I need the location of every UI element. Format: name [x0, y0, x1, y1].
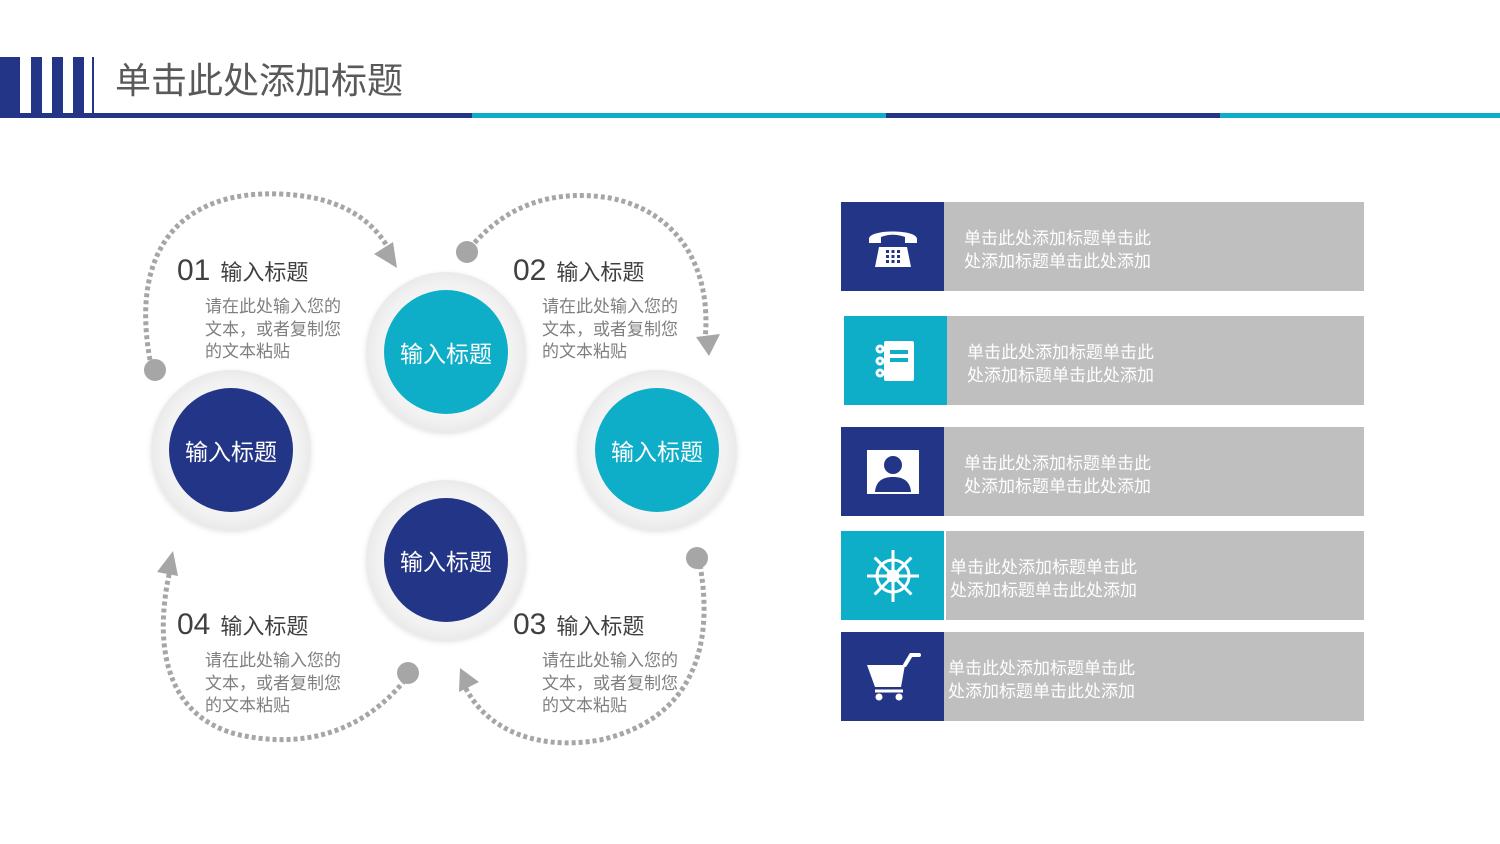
header-stripe: [31, 57, 42, 113]
section-03-text[interactable]: 请在此处输入您的 文本，或者复制您 的文本粘贴: [542, 650, 702, 718]
arrowhead: [696, 334, 720, 356]
text-line: 请在此处输入您的: [205, 651, 341, 671]
arrow-arc-02: [468, 193, 709, 341]
arrowhead: [459, 668, 479, 692]
section-02-text[interactable]: 请在此处输入您的 文本，或者复制您 的文本粘贴: [542, 296, 702, 364]
header-stripe: [73, 57, 84, 113]
section-title: 输入标题: [220, 615, 309, 640]
text-line: 的文本粘贴: [205, 696, 290, 716]
list-item[interactable]: 单击此处添加标题单击此 处添加标题单击此处添加: [841, 427, 1364, 516]
text-line: 文本，或者复制您: [542, 319, 678, 340]
circle-left: 输入标题: [151, 370, 311, 530]
list-item[interactable]: 单击此处添加标题单击此 处添加标题单击此处添加: [841, 632, 1364, 721]
list-item[interactable]: 单击此处添加标题单击此 处添加标题单击此处添加: [844, 316, 1364, 405]
header-underline: [472, 113, 886, 118]
list-text: 单击此处添加标题单击此 处添加标题单击此处添加: [964, 228, 1151, 274]
section-02-heading[interactable]: 02 输入标题: [513, 254, 644, 288]
list-text: 单击此处添加标题单击此 处添加标题单击此处添加: [967, 342, 1154, 388]
circle-bottom: 输入标题: [366, 480, 526, 640]
person-icon: [866, 449, 919, 494]
section-title: 输入标题: [556, 261, 645, 286]
header-underline: [1220, 113, 1500, 118]
text-line: 文本，或者复制您: [542, 673, 678, 694]
text-line: 的文本粘贴: [542, 696, 627, 716]
text-line: 单击此处添加标题单击此: [964, 229, 1151, 249]
section-number: 04: [177, 608, 211, 641]
list-item[interactable]: 单击此处添加标题单击此 处添加标题单击此处添加: [841, 202, 1364, 291]
arrowhead: [374, 242, 397, 268]
ship-wheel-icon: [866, 549, 919, 602]
circle-top: 输入标题: [366, 272, 526, 432]
section-number: 02: [513, 254, 547, 287]
arc-start-dot: [686, 547, 708, 569]
list-item[interactable]: 单击此处添加标题单击此 处添加标题单击此处添加: [841, 531, 1364, 620]
list-icon-box: [841, 427, 944, 516]
telephone-icon: [868, 231, 917, 267]
text-line: 单击此处添加标题单击此: [964, 454, 1151, 474]
list-text-box: 单击此处添加标题单击此 处添加标题单击此处添加: [946, 531, 1364, 620]
text-line: 单击此处添加标题单击此: [967, 343, 1154, 363]
text-line: 文本，或者复制您: [205, 673, 341, 694]
text-line: 请在此处输入您的: [205, 297, 341, 317]
shopping-cart-icon: [866, 652, 921, 700]
circle-label[interactable]: 输入标题: [169, 388, 293, 512]
text-line: 处添加标题单击此处添加: [950, 581, 1137, 601]
header-divider: [92, 57, 94, 113]
header-underline: [0, 113, 472, 118]
text-line: 文本，或者复制您: [205, 319, 341, 340]
header-stripe: [52, 57, 63, 113]
arc-start-dot: [456, 241, 478, 263]
list-icon-box: [841, 531, 944, 620]
circle-label[interactable]: 输入标题: [595, 388, 719, 512]
text-line: 的文本粘贴: [205, 342, 290, 362]
header-stripe: [0, 57, 20, 113]
section-01-text[interactable]: 请在此处输入您的 文本，或者复制您 的文本粘贴: [205, 296, 365, 364]
text-line: 处添加标题单击此处添加: [964, 477, 1151, 497]
header-underline: [886, 113, 1220, 118]
section-04-heading[interactable]: 04 输入标题: [177, 608, 308, 642]
list-text: 单击此处添加标题单击此 处添加标题单击此处添加: [950, 557, 1137, 603]
circle-right: 输入标题: [577, 370, 737, 530]
circle-label[interactable]: 输入标题: [384, 290, 508, 414]
section-01-heading[interactable]: 01 输入标题: [177, 254, 308, 288]
list-text-box: 单击此处添加标题单击此 处添加标题单击此处添加: [944, 632, 1364, 721]
text-line: 处添加标题单击此处添加: [967, 366, 1154, 386]
list-icon-box: [841, 202, 944, 291]
arrow-arc-03: [459, 564, 707, 746]
page-title[interactable]: 单击此处添加标题: [115, 61, 404, 102]
section-title: 输入标题: [556, 615, 645, 640]
section-04-text[interactable]: 请在此处输入您的 文本，或者复制您 的文本粘贴: [205, 650, 365, 718]
arc-start-dot: [144, 359, 166, 381]
list-icon-box: [841, 632, 944, 721]
list-text-box: 单击此处添加标题单击此 处添加标题单击此处添加: [944, 202, 1364, 291]
list-text-box: 单击此处添加标题单击此 处添加标题单击此处添加: [947, 316, 1364, 405]
text-line: 单击此处添加标题单击此: [948, 659, 1135, 679]
list-text: 单击此处添加标题单击此 处添加标题单击此处添加: [948, 658, 1135, 704]
section-title: 输入标题: [220, 261, 309, 286]
text-line: 的文本粘贴: [542, 342, 627, 362]
text-line: 请在此处输入您的: [542, 297, 678, 317]
text-line: 处添加标题单击此处添加: [948, 682, 1135, 702]
arc-start-dot: [397, 662, 419, 684]
arrowhead: [157, 551, 178, 576]
circle-label[interactable]: 输入标题: [384, 498, 508, 622]
list-text-box: 单击此处添加标题单击此 处添加标题单击此处添加: [944, 427, 1364, 516]
section-number: 03: [513, 608, 547, 641]
section-number: 01: [177, 254, 211, 287]
section-03-heading[interactable]: 03 输入标题: [513, 608, 644, 642]
text-line: 请在此处输入您的: [542, 651, 678, 671]
list-icon-box: [844, 316, 947, 405]
notebook-icon: [875, 340, 914, 381]
list-text: 单击此处添加标题单击此 处添加标题单击此处添加: [964, 453, 1151, 499]
text-line: 处添加标题单击此处添加: [964, 252, 1151, 272]
text-line: 单击此处添加标题单击此: [950, 558, 1137, 578]
arrow-arc-04: [160, 569, 407, 743]
